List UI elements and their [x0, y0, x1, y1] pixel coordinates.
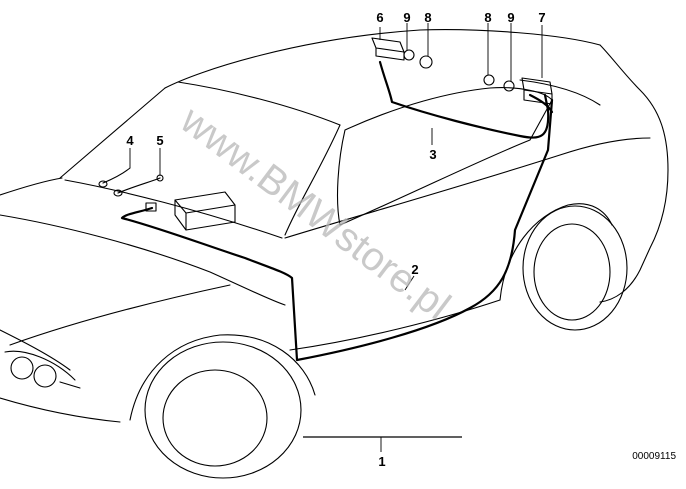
callout-numbers: 6 9 8 8 9 7 3 4 5 2 1 — [126, 10, 545, 469]
leader-lines — [129, 23, 543, 291]
callout-7: 7 — [538, 10, 545, 25]
callout-4: 4 — [126, 133, 134, 148]
watermark-text: www.BMWstore.pl — [172, 97, 458, 328]
callout-1: 1 — [378, 454, 385, 469]
callout-8-left: 8 — [424, 10, 431, 25]
antenna-cable-5 — [113, 174, 164, 197]
roof-module-right — [483, 74, 553, 105]
roof-module-left — [371, 37, 433, 69]
callout-5: 5 — [156, 133, 163, 148]
callout-2: 2 — [411, 262, 418, 277]
car-body-outline — [0, 29, 669, 479]
callout-9-right: 9 — [507, 10, 514, 25]
control-unit-box — [174, 191, 236, 231]
callout-3: 3 — [429, 147, 436, 162]
callout-6: 6 — [376, 10, 383, 25]
callout-8-right: 8 — [484, 10, 491, 25]
antenna-cable-4 — [98, 167, 131, 188]
windshield-connector — [145, 202, 157, 212]
drawing-code: 00009115 — [632, 451, 676, 462]
main-wiring-harness — [120, 98, 554, 362]
callout-9-left: 9 — [403, 10, 410, 25]
